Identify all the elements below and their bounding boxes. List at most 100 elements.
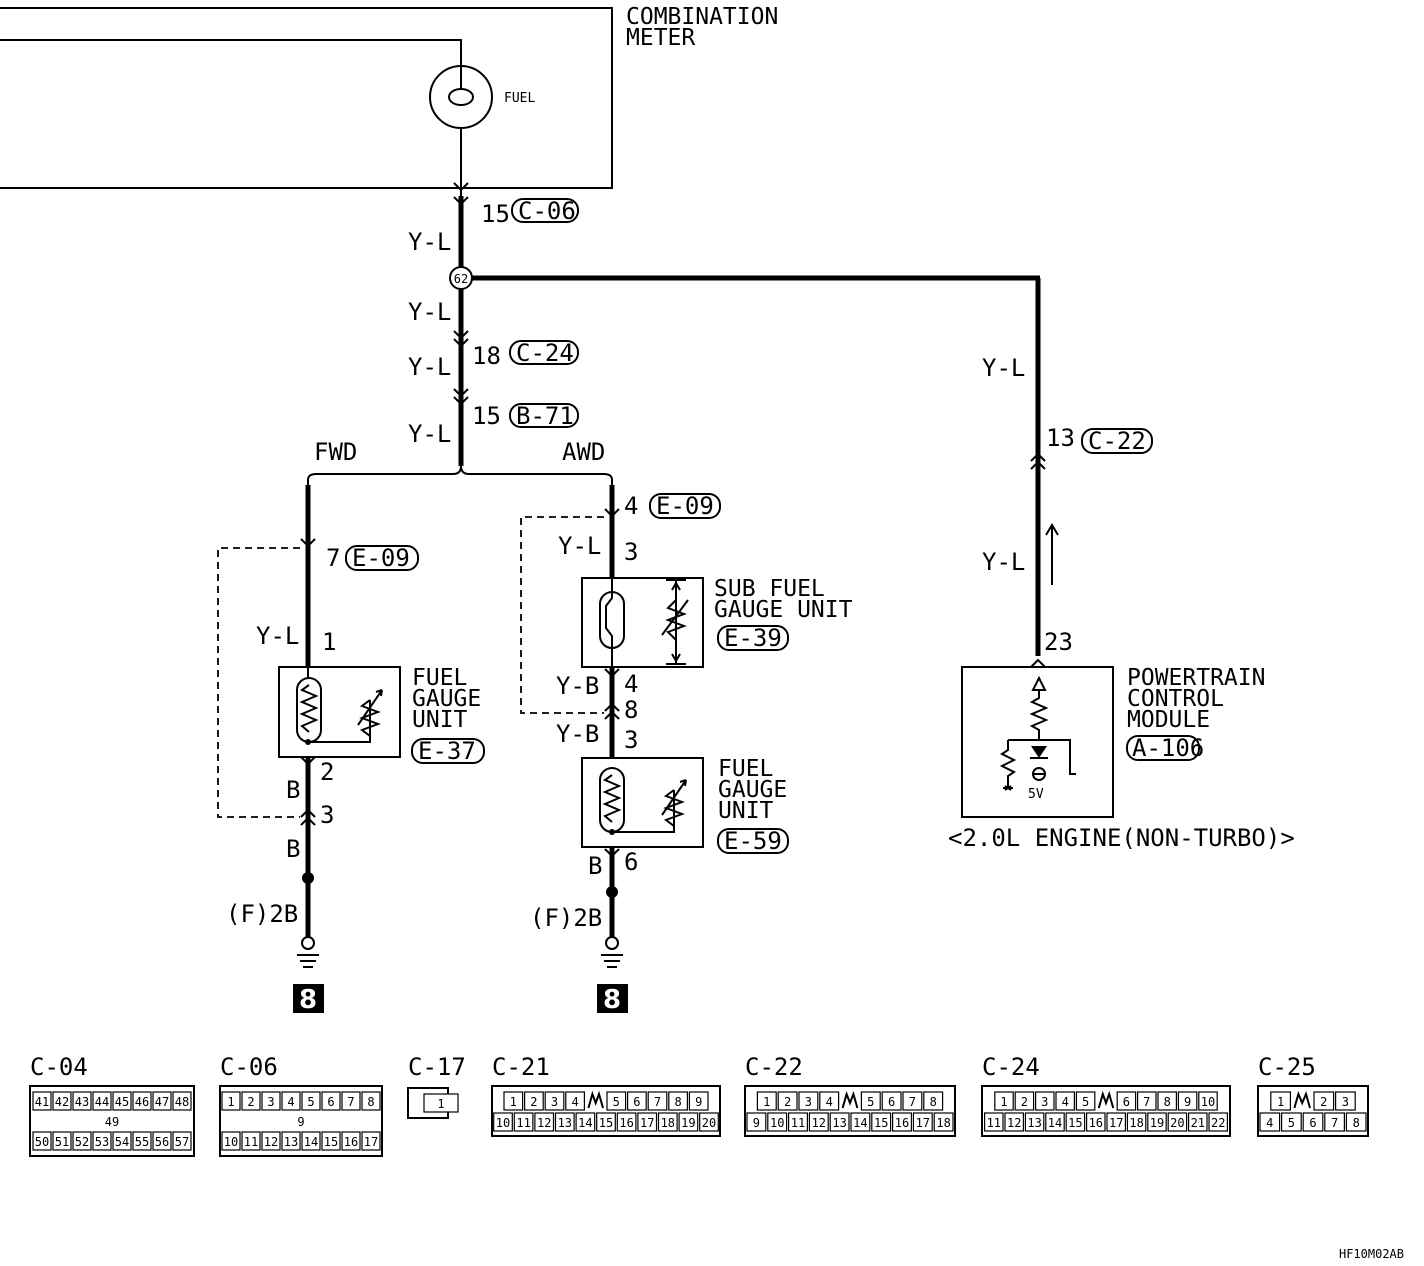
connector-pin-number: 56 <box>155 1135 169 1149</box>
junction-62 <box>449 266 473 290</box>
connector-pin-number: 14 <box>1048 1116 1062 1130</box>
c22-pin: 13 <box>1046 424 1075 452</box>
connector-pin-number: 17 <box>364 1135 378 1149</box>
c06-label: C-06 <box>518 197 576 225</box>
connector-pin-number: 54 <box>115 1135 129 1149</box>
c06-pin: 15 <box>481 200 510 228</box>
connector-pin-cell <box>1055 1091 1075 1111</box>
connector-pin-number: 17 <box>916 1116 930 1130</box>
connector-pin-number: 13 <box>1027 1116 1041 1130</box>
connector-key-icon <box>587 1090 604 1109</box>
sub-e39-label: E-39 <box>724 624 782 652</box>
connector-pin-cell <box>1106 1112 1126 1132</box>
connector-pin-number: 1 <box>763 1095 770 1109</box>
connector-view-label: C-06 <box>220 1053 278 1081</box>
connector-pin-number: 13 <box>558 1116 572 1130</box>
sub-unit-title-1: SUB FUEL <box>714 576 825 602</box>
connector-pin-number: 9 <box>1184 1095 1191 1109</box>
connector-pin-number: 8 <box>367 1095 374 1109</box>
connector-pin-number: 6 <box>888 1095 895 1109</box>
connector-pin-cell <box>777 1091 798 1111</box>
connector-pin-cell <box>850 1112 871 1132</box>
connector-pin-number: 12 <box>537 1116 551 1130</box>
connector-pin-number: 5 <box>613 1095 620 1109</box>
awd-ground-icon <box>605 936 619 950</box>
connector-pin-number: 21 <box>1191 1116 1205 1130</box>
connector-pin-cell <box>912 1112 933 1132</box>
connector-pin-cell <box>575 1112 596 1132</box>
fwd-wire-yl: Y-L <box>256 622 299 650</box>
fwd-pin3: 3 <box>320 801 334 829</box>
connector-view-label: C-21 <box>492 1053 550 1081</box>
connector-pin-cell <box>1167 1112 1188 1132</box>
connector-pin-cell <box>221 1131 241 1151</box>
fwd-e37-box <box>411 738 485 764</box>
connector-pin-number: 55 <box>135 1135 149 1149</box>
connector-pin-cell <box>1324 1112 1346 1132</box>
pcm-branch: Y-L 13 C-22 Y-L 23 5V POWERTRAIN CONTROL… <box>948 278 1295 852</box>
connector-pin-number: 11 <box>987 1116 1001 1130</box>
connector-pin-cell <box>281 1091 301 1111</box>
connector-pin-cell <box>616 1112 637 1132</box>
awd-wire-yl: Y-L <box>558 532 601 560</box>
connector-pin-cell <box>637 1112 658 1132</box>
connector-pin-number: 3 <box>805 1095 812 1109</box>
connector-pin-number: 1 <box>1277 1095 1284 1109</box>
connector-housing <box>1257 1085 1369 1137</box>
connector-pin-number: 6 <box>633 1095 640 1109</box>
connector-pin-cell <box>513 1112 534 1132</box>
awd-wire-yb-1: Y-B <box>556 672 599 700</box>
wire-yl-2: Y-L <box>408 298 451 326</box>
connector-pin-cell <box>321 1131 341 1151</box>
connector-pin-cell <box>871 1112 892 1132</box>
connector-pin-number: 9 <box>753 1116 760 1130</box>
connector-pin-number: 16 <box>619 1116 633 1130</box>
connector-pin-number: 4 <box>826 1095 833 1109</box>
fuel-gauge-label: FUEL <box>504 91 535 106</box>
connector-pin-number: 52 <box>75 1135 89 1149</box>
connector-pin-cell <box>1280 1112 1302 1132</box>
connector-pin-number: 15 <box>1068 1116 1082 1130</box>
connector-pin-cell <box>301 1131 321 1151</box>
fwd-ground-number: 8 <box>299 985 317 1015</box>
pcm-a106-box <box>1126 735 1200 761</box>
connector-pin-number: 1 <box>437 1097 444 1111</box>
connector-pin-number: 42 <box>55 1095 69 1109</box>
connector-pin-cell <box>1259 1112 1281 1132</box>
c22-connector-box <box>1081 428 1153 454</box>
connector-pin-cell <box>152 1091 172 1111</box>
pcm-wire-yl-2: Y-L <box>982 548 1025 576</box>
connector-pin-cell <box>32 1131 52 1151</box>
connector-pin-cell <box>1270 1091 1292 1111</box>
fwd-branch: 7 E-09 Y-L 1 FUEL GAUGE UNIT E-37 2 B 3 … <box>217 485 485 1015</box>
awd-fg-pin6: 6 <box>624 848 638 876</box>
b71-label: B-71 <box>516 402 574 430</box>
connector-pin-cell <box>699 1112 719 1132</box>
connector-pin-cell <box>172 1131 192 1151</box>
connector-pin-cell <box>52 1091 72 1111</box>
connector-pin-number: 48 <box>175 1095 189 1109</box>
connector-pin-cell <box>92 1131 112 1151</box>
connector-pin-number: 6 <box>1123 1095 1130 1109</box>
pcm-box <box>961 666 1114 818</box>
connector-pin-number: 18 <box>936 1116 950 1130</box>
connector-pin-number: 1 <box>227 1095 234 1109</box>
awd-unit-title-3: UNIT <box>718 798 774 824</box>
connector-pin-number: 1 <box>1000 1095 1007 1109</box>
connector-housing <box>744 1085 956 1137</box>
connector-view-label: C-17 <box>408 1053 466 1081</box>
fwd-pin2: 2 <box>320 758 334 786</box>
connector-view-label: C-25 <box>1258 1053 1316 1081</box>
connector-pin-cell <box>1198 1091 1218 1111</box>
connector-pin-cell <box>819 1091 840 1111</box>
connector-pin-number: 3 <box>267 1095 274 1109</box>
connector-pin-number: 8 <box>1353 1116 1360 1130</box>
connector-pin-number: 1 <box>510 1095 517 1109</box>
connector-pin-number: 57 <box>175 1135 189 1149</box>
connector-pin-cell <box>606 1091 627 1111</box>
connector-pin-number: 10 <box>224 1135 238 1149</box>
